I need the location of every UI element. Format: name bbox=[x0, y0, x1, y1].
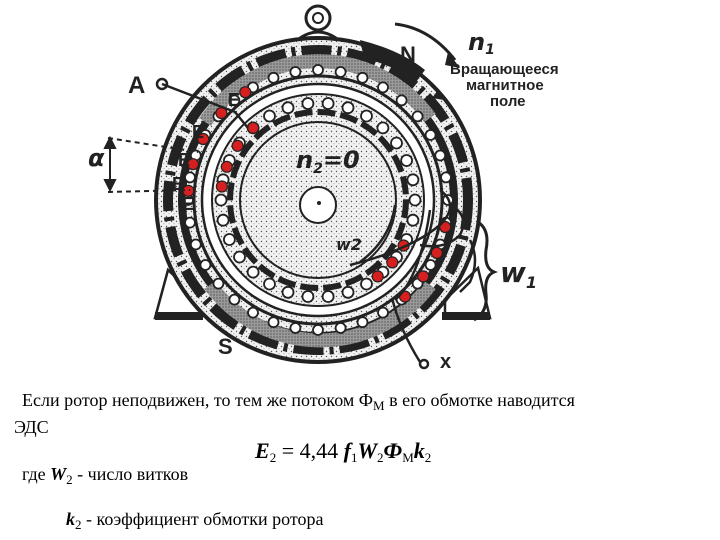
w1-brace bbox=[473, 220, 499, 322]
stator-slot bbox=[395, 94, 408, 107]
stator-slot bbox=[289, 66, 302, 78]
rotor-slot bbox=[281, 285, 295, 299]
stator-slot bbox=[184, 171, 196, 184]
rotor-slot bbox=[214, 193, 228, 207]
emf-conductor bbox=[231, 139, 244, 152]
emf-conductor bbox=[239, 86, 252, 99]
rotor-slot bbox=[216, 213, 230, 227]
emf-conductor bbox=[371, 270, 384, 283]
rotor-slot bbox=[341, 285, 355, 299]
motor-base bbox=[153, 265, 492, 320]
stator-slot bbox=[312, 64, 324, 76]
emf-conductor bbox=[220, 160, 233, 173]
rotor-slot bbox=[301, 97, 315, 110]
stator-slot bbox=[247, 306, 259, 319]
stator-slot bbox=[189, 238, 202, 251]
stator-slot bbox=[267, 71, 280, 84]
rotation-arrow bbox=[394, 22, 460, 100]
emf-label-4: E bbox=[172, 174, 184, 194]
stator-slot bbox=[312, 324, 324, 336]
winding-coefficient-line: k2 - коэффициент обмотки ротора bbox=[66, 509, 324, 532]
stator-slot bbox=[356, 71, 369, 84]
stator-slot bbox=[440, 171, 452, 184]
where-turns-line: где W2 - число витков bbox=[22, 464, 189, 487]
rotor-slot bbox=[233, 250, 246, 264]
rotor-slot bbox=[390, 136, 403, 150]
emf-conductor bbox=[215, 180, 228, 193]
emf-formula: E2 = 4,44 f1W2ФMk2 bbox=[255, 438, 432, 465]
emf-label-1: E bbox=[228, 90, 240, 110]
emf-label-2: E bbox=[192, 122, 204, 142]
stator-slot bbox=[184, 216, 196, 229]
emf-conductor bbox=[186, 158, 200, 171]
emf-conductor bbox=[430, 246, 443, 259]
rotor-slot bbox=[301, 290, 315, 303]
terminal-a-dot bbox=[155, 77, 169, 91]
w1-label: w1 bbox=[500, 256, 537, 292]
stator-slot bbox=[424, 129, 437, 141]
w2-label: w2 bbox=[336, 235, 362, 254]
paragraph-emf-cont: ЭДС bbox=[14, 417, 49, 437]
stator-slot bbox=[267, 316, 280, 329]
emf-conductor bbox=[197, 132, 210, 146]
emf-label-3: E bbox=[178, 150, 190, 170]
field-label-line2: магнитное bbox=[466, 77, 544, 94]
alpha-angle-marker bbox=[103, 135, 199, 193]
rotor-slot bbox=[408, 193, 422, 207]
rotor-slot bbox=[246, 265, 260, 279]
pole-s-label: S bbox=[218, 334, 233, 359]
stator-slot bbox=[334, 322, 347, 334]
stator-slot bbox=[199, 259, 212, 271]
induced-emf-conductors bbox=[182, 86, 452, 303]
paragraph-emf: Если ротор неподвижен, то тем же потоком… bbox=[22, 390, 575, 413]
emf-conductor bbox=[417, 270, 430, 283]
terminal-a-label: A bbox=[128, 72, 145, 99]
terminal-x-label: x bbox=[440, 351, 451, 373]
stator-slot bbox=[212, 277, 225, 290]
alpha-label: α bbox=[88, 144, 105, 172]
stator-slot bbox=[424, 259, 437, 271]
rotor-slot bbox=[281, 101, 295, 115]
stator-slot bbox=[356, 316, 369, 329]
rotor-slot bbox=[360, 109, 373, 123]
stator-slot bbox=[289, 322, 302, 334]
stator-slot bbox=[411, 110, 424, 123]
rotor-slot bbox=[321, 97, 335, 110]
stator-slot bbox=[377, 306, 389, 319]
n2-zero-label: n2=0 bbox=[296, 146, 360, 177]
stator-conductors bbox=[182, 64, 454, 336]
field-label-line3: поле bbox=[490, 93, 526, 110]
stator-slot bbox=[334, 66, 347, 78]
lifting-eye bbox=[299, 4, 337, 40]
emf-conductor bbox=[247, 121, 260, 135]
winding-leads bbox=[161, 82, 477, 363]
rotor-slot bbox=[406, 173, 420, 187]
n1-label: n1 bbox=[468, 28, 495, 58]
induction-motor-diagram: A x N S n1 Вращающееся магнитное поле n2… bbox=[88, 4, 559, 373]
rotor-slot bbox=[222, 233, 236, 246]
stator-slot bbox=[228, 293, 241, 306]
pole-n-label: N bbox=[400, 42, 416, 67]
field-label-line1: Вращающееся bbox=[450, 61, 559, 78]
rotor-slot bbox=[360, 277, 373, 291]
stator-slot bbox=[377, 81, 389, 94]
rotor-slot bbox=[406, 213, 420, 227]
rotor-slot bbox=[341, 101, 355, 115]
rotor-slot bbox=[263, 109, 276, 123]
terminal-x-dot bbox=[418, 358, 430, 370]
rotor-slot bbox=[321, 290, 335, 303]
rotor-slot bbox=[263, 277, 276, 291]
rotor bbox=[200, 82, 436, 318]
emf-label-5: E bbox=[182, 194, 194, 214]
stator-slot bbox=[228, 94, 241, 107]
rotor-slot bbox=[400, 154, 414, 167]
emf-conductor bbox=[386, 256, 399, 269]
rotor-slot bbox=[376, 121, 390, 135]
stator-slot bbox=[434, 149, 447, 162]
